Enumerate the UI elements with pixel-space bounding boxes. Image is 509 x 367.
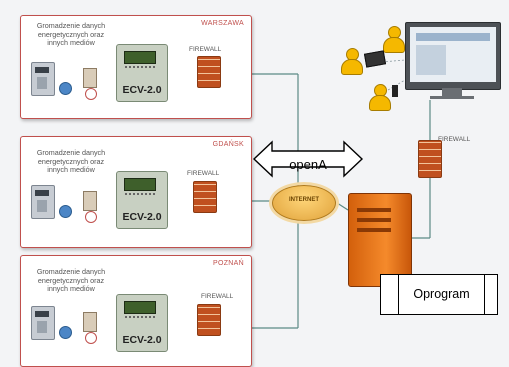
server-bay bbox=[357, 218, 391, 222]
firewall-label: FIREWALL bbox=[189, 46, 222, 53]
water-meter-icon bbox=[59, 205, 72, 218]
ecv-device: ECV-2.0 bbox=[116, 44, 168, 102]
site-panel-warszawa: WARSZAWA Gromadzenie danych energetyczny… bbox=[20, 15, 252, 119]
central-firewall-icon bbox=[418, 140, 442, 178]
device-screen bbox=[124, 178, 156, 191]
firewall-icon bbox=[197, 56, 221, 88]
monitor-screen bbox=[410, 27, 496, 82]
water-meter-icon bbox=[59, 82, 72, 95]
firewall-label: FIREWALL bbox=[201, 293, 234, 300]
user-icon bbox=[382, 26, 405, 53]
electricity-meter-icon bbox=[31, 62, 55, 96]
gauge-icon bbox=[85, 332, 97, 344]
water-meter-icon bbox=[59, 326, 72, 339]
device-buttons bbox=[125, 66, 155, 72]
monitor-stand bbox=[442, 88, 462, 96]
oprogram-box: Oprogram bbox=[380, 274, 498, 315]
gas-meter-icon bbox=[83, 312, 97, 332]
electricity-meter-icon bbox=[31, 185, 55, 219]
site-city: POZNAŃ bbox=[213, 260, 244, 267]
site-description: Gromadzenie danych energetycznych oraz i… bbox=[36, 21, 106, 48]
open-arrow-overlay: openA bbox=[252, 140, 364, 178]
server-bay bbox=[357, 228, 391, 232]
device-label: ECV-2.0 bbox=[122, 84, 162, 96]
site-panel-gdansk: GDAŃSK Gromadzenie danych energetycznych… bbox=[20, 136, 252, 248]
site-description: Gromadzenie danych energetycznych oraz i… bbox=[36, 148, 106, 175]
internet-label: INTERNET bbox=[289, 197, 319, 203]
box-label: Oprogram bbox=[413, 287, 470, 301]
ecv-device: ECV-2.0 bbox=[116, 294, 168, 352]
gas-meter-icon bbox=[83, 68, 97, 88]
site-description: Gromadzenie danych energetycznych oraz i… bbox=[36, 267, 106, 294]
box-divider-right bbox=[484, 275, 485, 314]
device-screen bbox=[124, 301, 156, 314]
phone-icon bbox=[392, 85, 398, 97]
double-arrow-icon bbox=[252, 140, 364, 178]
site-city: GDAŃSK bbox=[212, 141, 244, 148]
device-buttons bbox=[125, 193, 155, 199]
device-label: ECV-2.0 bbox=[122, 211, 162, 223]
gauge-icon bbox=[85, 88, 97, 100]
monitor-base bbox=[430, 96, 474, 99]
device-label: ECV-2.0 bbox=[122, 334, 162, 346]
internet-cloud-icon: INTERNET bbox=[272, 185, 336, 221]
site-city: WARSZAWA bbox=[201, 20, 244, 27]
arrow-label: openA bbox=[289, 157, 327, 172]
electricity-meter-icon bbox=[31, 306, 55, 340]
firewall-icon bbox=[193, 181, 217, 213]
monitor-icon bbox=[405, 22, 501, 90]
firewall-label: FIREWALL bbox=[187, 170, 220, 177]
user-icon bbox=[340, 48, 363, 75]
ecv-device: ECV-2.0 bbox=[116, 171, 168, 229]
server-bay bbox=[357, 208, 391, 212]
device-screen bbox=[124, 51, 156, 64]
site-panel-poznan: POZNAŃ Gromadzenie danych energetycznych… bbox=[20, 255, 252, 367]
device-buttons bbox=[125, 316, 155, 322]
server-icon bbox=[348, 193, 412, 287]
gas-meter-icon bbox=[83, 191, 97, 211]
central-firewall-label: FIREWALL bbox=[438, 136, 471, 143]
box-divider-left bbox=[398, 275, 399, 314]
user-icon bbox=[368, 84, 391, 111]
firewall-icon bbox=[197, 304, 221, 336]
gauge-icon bbox=[85, 211, 97, 223]
